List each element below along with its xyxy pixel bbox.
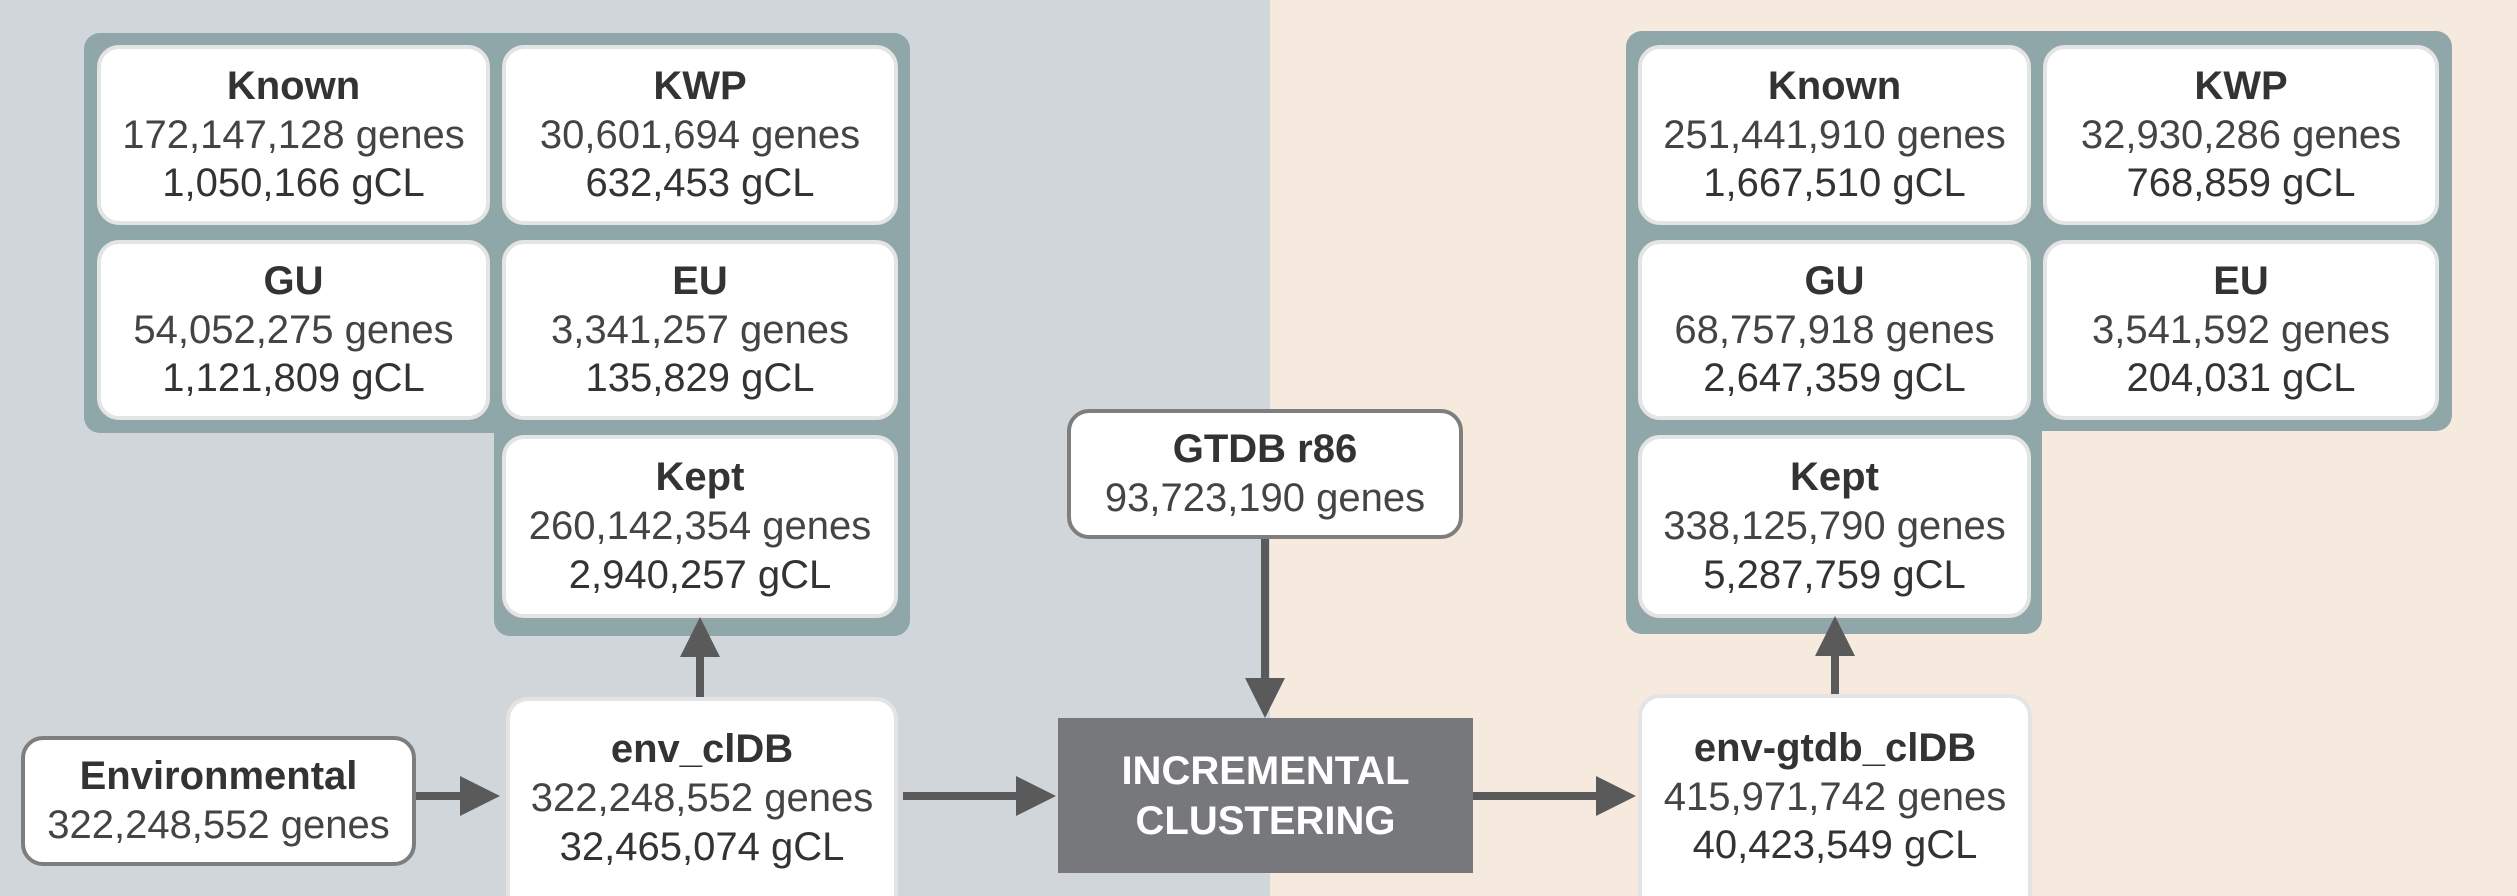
left-kwp-box: KWP 30,601,694 genes 632,453 gCL [502, 45, 898, 225]
left-eu-title: EU [672, 258, 728, 303]
left-kwp-gcl: 632,453 gCL [585, 161, 815, 206]
right-known-title: Known [1767, 63, 1902, 108]
env-cldb-box: env_clDB 322,248,552 genes 32,465,074 gC… [506, 697, 898, 896]
right-known-genes: 251,441,910 genes [1663, 112, 2006, 157]
left-gu-genes: 54,052,275 genes [133, 307, 454, 352]
right-gu-title: GU [1804, 258, 1865, 303]
env-gtdb-cldb-title: env-gtdb_clDB [1693, 725, 1977, 770]
gtdb-genes: 93,723,190 genes [1104, 476, 1426, 520]
right-known-box: Known 251,441,910 genes 1,667,510 gCL [1638, 45, 2031, 225]
left-eu-box: EU 3,341,257 genes 135,829 gCL [502, 240, 898, 420]
env-cldb-gcl: 32,465,074 gCL [559, 824, 845, 869]
incremental-line1: INCREMENTAL [1121, 748, 1410, 793]
right-gu-gcl: 2,647,359 gCL [1703, 356, 1966, 401]
env-gtdb-cldb-gcl: 40,423,549 gCL [1692, 823, 1978, 868]
arrowhead-clustering-to-envgtdbcldb [1596, 776, 1636, 816]
env-gtdb-cldb-genes: 415,971,742 genes [1663, 774, 2007, 819]
left-eu-genes: 3,341,257 genes [550, 307, 850, 352]
left-known-gcl: 1,050,166 gCL [162, 161, 425, 206]
left-known-box: Known 172,147,128 genes 1,050,166 gCL [97, 45, 490, 225]
left-kept-box: Kept 260,142,354 genes 2,940,257 gCL [502, 435, 898, 618]
right-kept-genes: 338,125,790 genes [1663, 504, 2006, 549]
env-cldb-genes: 322,248,552 genes [530, 776, 874, 821]
right-kept-gcl: 5,287,759 gCL [1703, 552, 1966, 597]
arrowhead-envgtdbcldb-to-kept [1815, 616, 1855, 656]
right-kwp-title: KWP [2194, 63, 2288, 108]
incremental-line2: CLUSTERING [1135, 798, 1396, 843]
arrowhead-environmental-to-envcldb [460, 776, 500, 816]
right-eu-genes: 3,541,592 genes [2091, 307, 2391, 352]
right-known-gcl: 1,667,510 gCL [1703, 161, 1966, 206]
right-kwp-box: KWP 32,930,286 genes 768,859 gCL [2043, 45, 2439, 225]
right-kwp-gcl: 768,859 gCL [2126, 161, 2356, 206]
right-gu-box: GU 68,757,918 genes 2,647,359 gCL [1638, 240, 2031, 420]
left-gu-gcl: 1,121,809 gCL [162, 356, 425, 401]
right-eu-box: EU 3,541,592 genes 204,031 gCL [2043, 240, 2439, 420]
left-gu-box: GU 54,052,275 genes 1,121,809 gCL [97, 240, 490, 420]
left-known-genes: 172,147,128 genes [122, 112, 465, 157]
left-eu-gcl: 135,829 gCL [585, 356, 815, 401]
env-cldb-title: env_clDB [610, 727, 794, 772]
left-gu-title: GU [263, 258, 324, 303]
environmental-genes: 322,248,552 genes [47, 803, 390, 847]
left-kept-genes: 260,142,354 genes [528, 504, 872, 549]
env-gtdb-cldb-box: env-gtdb_clDB 415,971,742 genes 40,423,5… [1638, 694, 2032, 896]
environmental-title: Environmental [79, 754, 358, 799]
right-kwp-genes: 32,930,286 genes [2080, 112, 2402, 157]
left-kwp-title: KWP [653, 63, 747, 108]
incremental-clustering-box: INCREMENTAL CLUSTERING [1058, 718, 1473, 873]
left-kwp-genes: 30,601,694 genes [539, 112, 861, 157]
gtdb-box: GTDB r86 93,723,190 genes [1067, 409, 1463, 539]
left-kept-title: Kept [655, 455, 745, 500]
arrowhead-envcldb-to-kept [680, 617, 720, 657]
right-gu-genes: 68,757,918 genes [1674, 307, 1995, 352]
right-eu-title: EU [2213, 258, 2269, 303]
environmental-box: Environmental 322,248,552 genes [21, 736, 416, 866]
arrowhead-envcldb-to-clustering [1016, 776, 1056, 816]
left-kept-gcl: 2,940,257 gCL [568, 552, 832, 597]
right-kept-title: Kept [1790, 455, 1879, 500]
arrowhead-gtdb-to-clustering [1245, 678, 1285, 718]
right-eu-gcl: 204,031 gCL [2126, 356, 2356, 401]
gtdb-title: GTDB r86 [1172, 427, 1358, 472]
left-known-title: Known [226, 63, 361, 108]
right-kept-box: Kept 338,125,790 genes 5,287,759 gCL [1638, 435, 2031, 618]
